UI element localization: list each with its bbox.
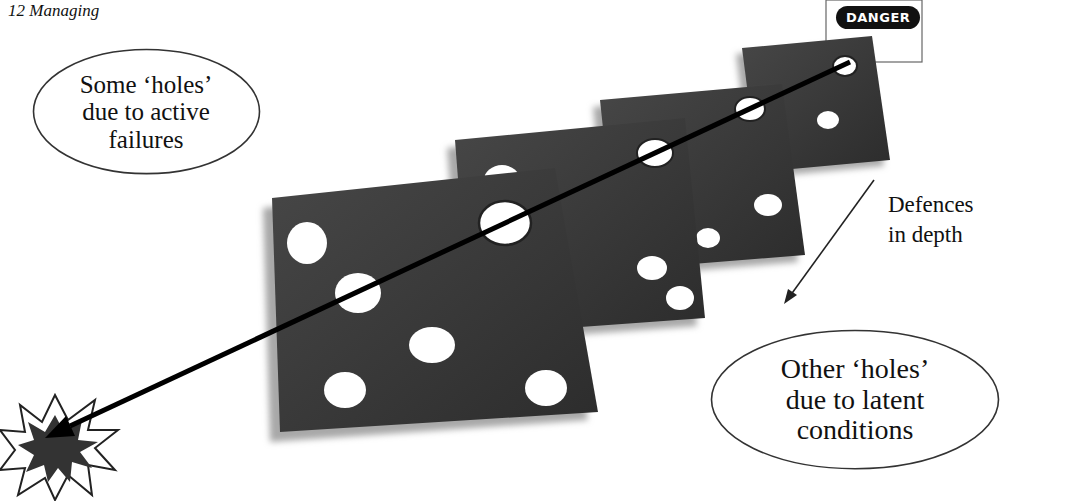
ellipse-shape xyxy=(33,50,259,174)
explosion-core xyxy=(18,415,98,482)
cheese-hole xyxy=(696,228,720,248)
cheese-hole xyxy=(287,222,327,264)
cheese-hole xyxy=(666,286,694,310)
text-label: Some ‘holes’ due to active failures xyxy=(71,71,221,154)
depth-arrowhead xyxy=(784,289,797,304)
annotation-text: Defences in depth xyxy=(888,190,988,250)
cheese-hole xyxy=(525,370,567,406)
callout-ellipse: Other ‘holes’ due to latent conditions xyxy=(710,329,1000,470)
text-label: DANGER xyxy=(846,10,910,25)
depth-arrow xyxy=(790,180,874,296)
ellipse-shape xyxy=(712,331,999,469)
cheese-hole xyxy=(637,256,667,280)
slice-plate xyxy=(272,168,598,432)
page-header: 12 Managing xyxy=(8,0,99,22)
cheese-hole xyxy=(324,372,366,408)
callout-ellipse: Some ‘holes’ due to active failures xyxy=(32,48,261,175)
defence-slice xyxy=(263,168,598,442)
text-label: Other ‘holes’ due to latent conditions xyxy=(771,354,939,446)
cheese-hole xyxy=(409,327,455,363)
cheese-hole xyxy=(817,111,839,129)
danger-sign: DANGER xyxy=(836,6,920,29)
cheese-hole xyxy=(754,194,782,216)
trajectory-arrowhead xyxy=(45,416,75,438)
